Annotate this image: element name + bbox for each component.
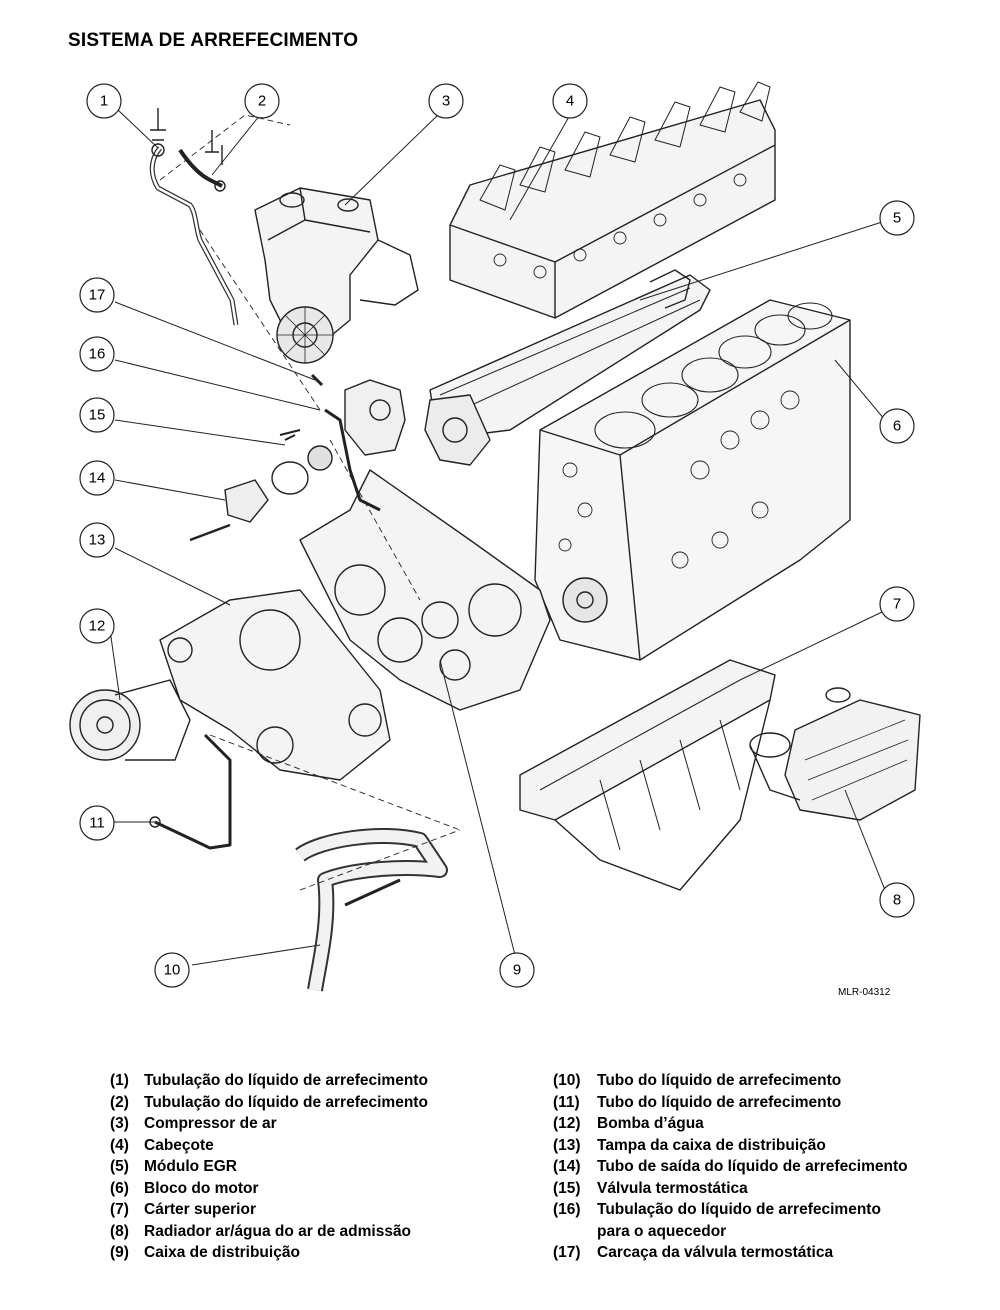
callout-10: 10 xyxy=(164,962,181,979)
upper-oil-pan-part xyxy=(519,659,776,891)
legend-item: (3) Compressor de ar xyxy=(110,1113,428,1135)
legend-item: (4) Cabeçote xyxy=(110,1135,428,1157)
callout-3: 3 xyxy=(442,93,450,110)
legend-number: (14) xyxy=(553,1158,581,1175)
callout-9: 9 xyxy=(513,962,521,979)
timing-cover-part xyxy=(159,589,391,781)
charge-air-cooler-part xyxy=(749,687,921,821)
legend-item: (1) Tubulação do líquido de arrefecimento xyxy=(110,1070,428,1092)
coolant-tube-10-part xyxy=(295,828,448,992)
legend-number: (10) xyxy=(553,1072,581,1089)
legend-item-continuation: para o aquecedor xyxy=(553,1221,908,1243)
egr-module-part xyxy=(424,269,711,466)
page-title: SISTEMA DE ARREFECIMENTO xyxy=(68,30,359,51)
legend-item: (11) Tubo do líquido de arrefecimento xyxy=(553,1092,908,1114)
legend-label-continuation: para o aquecedor xyxy=(597,1222,727,1240)
callout-14: 14 xyxy=(89,470,106,487)
heater-pipe-part xyxy=(324,408,381,512)
callout-6: 6 xyxy=(893,418,901,435)
legend-number: (5) xyxy=(110,1158,129,1175)
legend-number: (13) xyxy=(553,1136,581,1154)
callout-1: 1 xyxy=(100,93,108,110)
callout-7: 7 xyxy=(893,596,901,613)
legend-label: Radiador ar/água do ar de admissão xyxy=(144,1222,412,1240)
coolant-tube-11-part xyxy=(149,733,232,850)
callout-13: 13 xyxy=(89,532,106,549)
callout-16: 16 xyxy=(89,346,106,363)
legend-item: (12) Bomba d’água xyxy=(553,1113,908,1135)
thermostat-part xyxy=(271,429,333,495)
legend-label: Tubo de saída do líquido de arrefeciment… xyxy=(597,1158,908,1175)
legend-number: (8) xyxy=(110,1222,129,1240)
legend-number: (1) xyxy=(110,1072,129,1089)
legend-number: (15) xyxy=(553,1179,581,1197)
legend-item: (9) Caixa de distribuição xyxy=(110,1242,428,1264)
legend-number: (9) xyxy=(110,1244,129,1261)
legend-label: Tampa da caixa de distribuição xyxy=(597,1136,826,1154)
legend-number: (7) xyxy=(110,1201,129,1218)
legend-item: (10) Tubo do líquido de arrefecimento xyxy=(553,1070,908,1092)
legend-number: (12) xyxy=(553,1115,581,1132)
thermostat-housing-part xyxy=(310,373,406,456)
callout-11: 11 xyxy=(89,815,105,832)
engine-block-part xyxy=(534,299,851,661)
air-compressor-part xyxy=(254,187,419,364)
legend-label: Tubo do líquido de arrefecimento xyxy=(597,1093,842,1111)
callout-5: 5 xyxy=(893,210,901,227)
callout-17: 17 xyxy=(89,287,106,304)
coolant-pipe-2-part xyxy=(178,130,226,192)
legend-label: Compressor de ar xyxy=(144,1115,277,1132)
legend-item: (6) Bloco do motor xyxy=(110,1178,428,1200)
timing-case-part xyxy=(299,469,551,711)
legend-label: Cabeçote xyxy=(144,1136,214,1154)
legend-number: (4) xyxy=(110,1136,129,1154)
legend-label: Tubulação do líquido de arrefecimento xyxy=(597,1201,881,1218)
legend-label: Tubulação do líquido de arrefecimento xyxy=(144,1093,428,1111)
legend-number: (16) xyxy=(553,1201,581,1218)
figure-code: MLR-04312 xyxy=(838,987,891,998)
callout-2: 2 xyxy=(258,93,266,110)
legend-label: Cárter superior xyxy=(144,1201,256,1218)
coolant-pipe-1-part xyxy=(149,108,239,326)
legend-number: (3) xyxy=(110,1115,129,1132)
legend-item: (7) Cárter superior xyxy=(110,1199,428,1221)
legend-label: Tubulação do líquido de arrefecimento xyxy=(144,1072,428,1089)
legend-number: (2) xyxy=(110,1093,129,1111)
legend-item: (15) Válvula termostática xyxy=(553,1178,908,1200)
legend-item: (17) Carcaça da válvula termostática xyxy=(553,1242,908,1264)
legend-left-column: (1) Tubulação do líquido de arrefecimento… xyxy=(110,1070,428,1264)
legend-label: Válvula termostática xyxy=(597,1179,748,1197)
callout-8: 8 xyxy=(893,892,901,909)
callout-12: 12 xyxy=(89,618,106,635)
callout-4: 4 xyxy=(566,93,574,110)
legend-item: (8) Radiador ar/água do ar de admissão xyxy=(110,1221,428,1243)
legend-item: (14) Tubo de saída do líquido de arrefeci… xyxy=(553,1156,908,1178)
legend-item: (16) Tubulação do líquido de arrefeciment… xyxy=(553,1199,908,1221)
callout-15: 15 xyxy=(89,407,106,424)
legend-number: (17) xyxy=(553,1244,581,1261)
water-pump-part xyxy=(69,679,191,761)
coolant-outlet-part xyxy=(189,479,269,542)
exploded-view-diagram: 1 2 3 4 5 6 7 8 9 10 11 12 13 14 15 16 1… xyxy=(69,81,921,992)
legend-label: Tubo do líquido de arrefecimento xyxy=(597,1072,842,1089)
legend-item: (5) Módulo EGR xyxy=(110,1156,428,1178)
cylinder-head-part xyxy=(449,81,776,319)
legend-label: Caixa de distribuição xyxy=(144,1244,300,1261)
legend-right-column: (10) Tubo do líquido de arrefecimento (11… xyxy=(553,1070,908,1264)
legend-label: Bomba d’água xyxy=(597,1115,704,1132)
legend-item: (13) Tampa da caixa de distribuição xyxy=(553,1135,908,1157)
legend-label: Carcaça da válvula termostática xyxy=(597,1244,834,1261)
legend-number: (6) xyxy=(110,1179,129,1197)
legend-item: (2) Tubulação do líquido de arrefecimento xyxy=(110,1092,428,1114)
legend-label: Módulo EGR xyxy=(144,1158,237,1175)
legend-number: (11) xyxy=(553,1093,580,1111)
legend-label: Bloco do motor xyxy=(144,1179,259,1197)
